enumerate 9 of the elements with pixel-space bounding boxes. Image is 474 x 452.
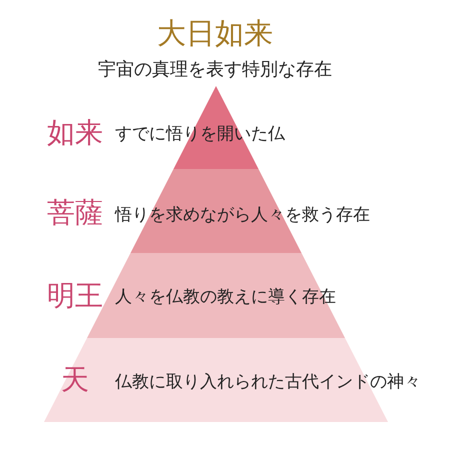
tier-heading: 菩薩 [47,199,103,227]
tier-description: 人々を仏教の教えに導く存在 [115,288,336,306]
tier-description: 仏教に取り入れられた古代インドの神々 [115,374,421,390]
title: 大日如来 [157,19,273,48]
tier-heading: 如来 [47,119,103,147]
tier-description: 悟りを求めながら人々を救う存在 [115,206,370,224]
tier-heading: 天 [61,366,89,394]
subtitle: 宇宙の真理を表す特別な存在 [98,61,332,79]
tier-heading: 明王 [47,282,103,310]
